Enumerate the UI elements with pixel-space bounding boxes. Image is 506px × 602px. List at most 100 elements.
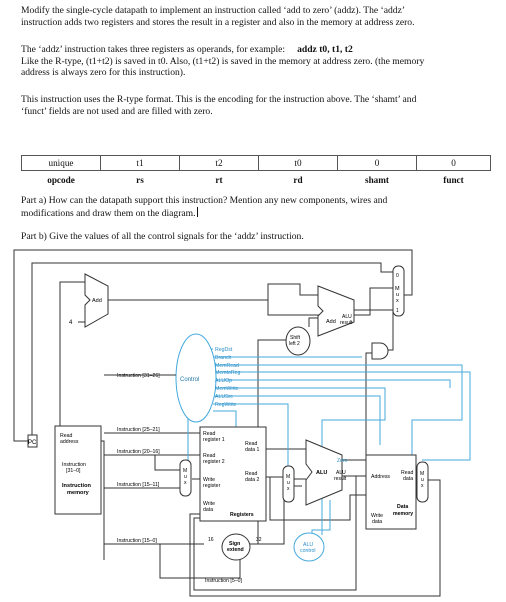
enc-cell: 0 bbox=[416, 155, 491, 171]
svg-text:Instruction [15–11]: Instruction [15–11] bbox=[117, 482, 160, 488]
svg-text:Instruction [20–16]: Instruction [20–16] bbox=[117, 449, 160, 455]
and-to-mux bbox=[385, 300, 394, 351]
svg-text:Address: Address bbox=[371, 474, 390, 480]
svg-text:Instruction [31–26]: Instruction [31–26] bbox=[117, 373, 160, 379]
field-label: funct bbox=[443, 175, 464, 185]
aluop-wire bbox=[213, 379, 451, 388]
encoding-table: unique t1 t2 t0 0 0 opcode rs rt rd sham… bbox=[21, 155, 491, 189]
svg-text:Instruction [15–0]: Instruction [15–0] bbox=[117, 538, 157, 544]
instruction-field-labels: Instruction [31–26] Instruction [25–21] … bbox=[117, 373, 242, 584]
field-label: shamt bbox=[365, 175, 389, 185]
mux-top-0: 0 bbox=[396, 273, 399, 279]
field-label: rd bbox=[293, 175, 303, 185]
alu-label: ALU bbox=[316, 470, 327, 476]
pc-adder bbox=[84, 273, 109, 328]
encoding-values-row: unique t1 t2 t0 0 0 bbox=[21, 155, 491, 171]
shift-left-2 bbox=[285, 326, 311, 356]
register-file[interactable] bbox=[199, 426, 267, 522]
memtoreg-writeback bbox=[189, 479, 441, 597]
regwrite-wire bbox=[213, 410, 237, 427]
memread-wire bbox=[213, 364, 463, 490]
pc-source-mux[interactable] bbox=[392, 265, 405, 317]
alusrc-mux[interactable] bbox=[282, 465, 295, 503]
add1-label: Add bbox=[92, 298, 102, 304]
svg-text:MemRead: MemRead bbox=[215, 363, 239, 369]
svg-text:ALUOp: ALUOp bbox=[215, 378, 232, 384]
svg-text:RegWrite: RegWrite bbox=[215, 402, 237, 408]
zero-and bbox=[338, 352, 372, 461]
sign-extend bbox=[221, 533, 251, 561]
add1-out bbox=[108, 283, 320, 301]
addz-description: The ‘addz’ instruction takes three regis… bbox=[21, 44, 425, 79]
instruction-memory[interactable] bbox=[54, 425, 102, 515]
shift-to-add bbox=[308, 317, 320, 327]
text-cursor bbox=[196, 206, 198, 217]
svg-text:Registers: Registers bbox=[230, 512, 254, 518]
encoding-fields-row: opcode rs rt rd shamt funct bbox=[22, 171, 491, 190]
mux-top-1: 1 bbox=[396, 308, 399, 314]
add2-label: Add bbox=[326, 319, 336, 325]
intro-paragraph: Modify the single-cycle datapath to impl… bbox=[21, 5, 415, 28]
bits16-label: 16 bbox=[208, 537, 214, 543]
memtoreg-wire bbox=[213, 371, 471, 461]
pc-label: PC bbox=[28, 440, 37, 446]
branch-adder bbox=[317, 285, 355, 337]
addz-example: addz t0, t1, t2 bbox=[297, 44, 353, 55]
svg-text:RegDst: RegDst bbox=[215, 347, 233, 353]
w20-16-mux bbox=[154, 455, 180, 471]
control-unit[interactable] bbox=[175, 333, 217, 423]
svg-text:MemtoReg: MemtoReg bbox=[215, 370, 240, 376]
control-signal-labels: RegDst Branch MemRead MemtoReg ALUOp Mem… bbox=[215, 347, 240, 408]
alu-control bbox=[293, 532, 325, 562]
svg-text:ALUSrc: ALUSrc bbox=[215, 394, 233, 400]
format-paragraph: This instruction uses the R-type format.… bbox=[21, 94, 417, 117]
alu-result-writeback bbox=[193, 476, 357, 591]
black-wires bbox=[13, 249, 441, 597]
data-memory[interactable] bbox=[365, 454, 417, 530]
svg-text:Instruction [25–21]: Instruction [25–21] bbox=[117, 427, 160, 433]
memtoreg-mux[interactable] bbox=[416, 461, 429, 503]
imem-instruction-label: Instruction[31–0] bbox=[62, 462, 86, 474]
main-alu bbox=[305, 439, 343, 506]
svg-text:Branch: Branch bbox=[215, 355, 232, 361]
memwrite-wire bbox=[213, 395, 381, 445]
alu-zero-label: Zero bbox=[337, 458, 348, 464]
w5-0 bbox=[159, 544, 241, 579]
pcplus4-mux bbox=[267, 287, 393, 316]
rd2-to-dmem bbox=[269, 477, 366, 521]
field-label: rt bbox=[215, 175, 223, 185]
part-b-question: Part b) Give the values of all the contr… bbox=[21, 231, 304, 242]
four-label: 4 bbox=[69, 320, 73, 326]
and-gate bbox=[371, 342, 389, 360]
pc-add-wire bbox=[31, 262, 393, 441]
control-label: Control bbox=[180, 377, 199, 383]
pc-register[interactable] bbox=[27, 434, 38, 448]
part-a-question: Part a) How can the datapath support thi… bbox=[21, 195, 388, 219]
regdst-mux[interactable] bbox=[179, 459, 192, 497]
bits32-label: 32 bbox=[256, 537, 262, 543]
field-label: rs bbox=[136, 175, 144, 185]
